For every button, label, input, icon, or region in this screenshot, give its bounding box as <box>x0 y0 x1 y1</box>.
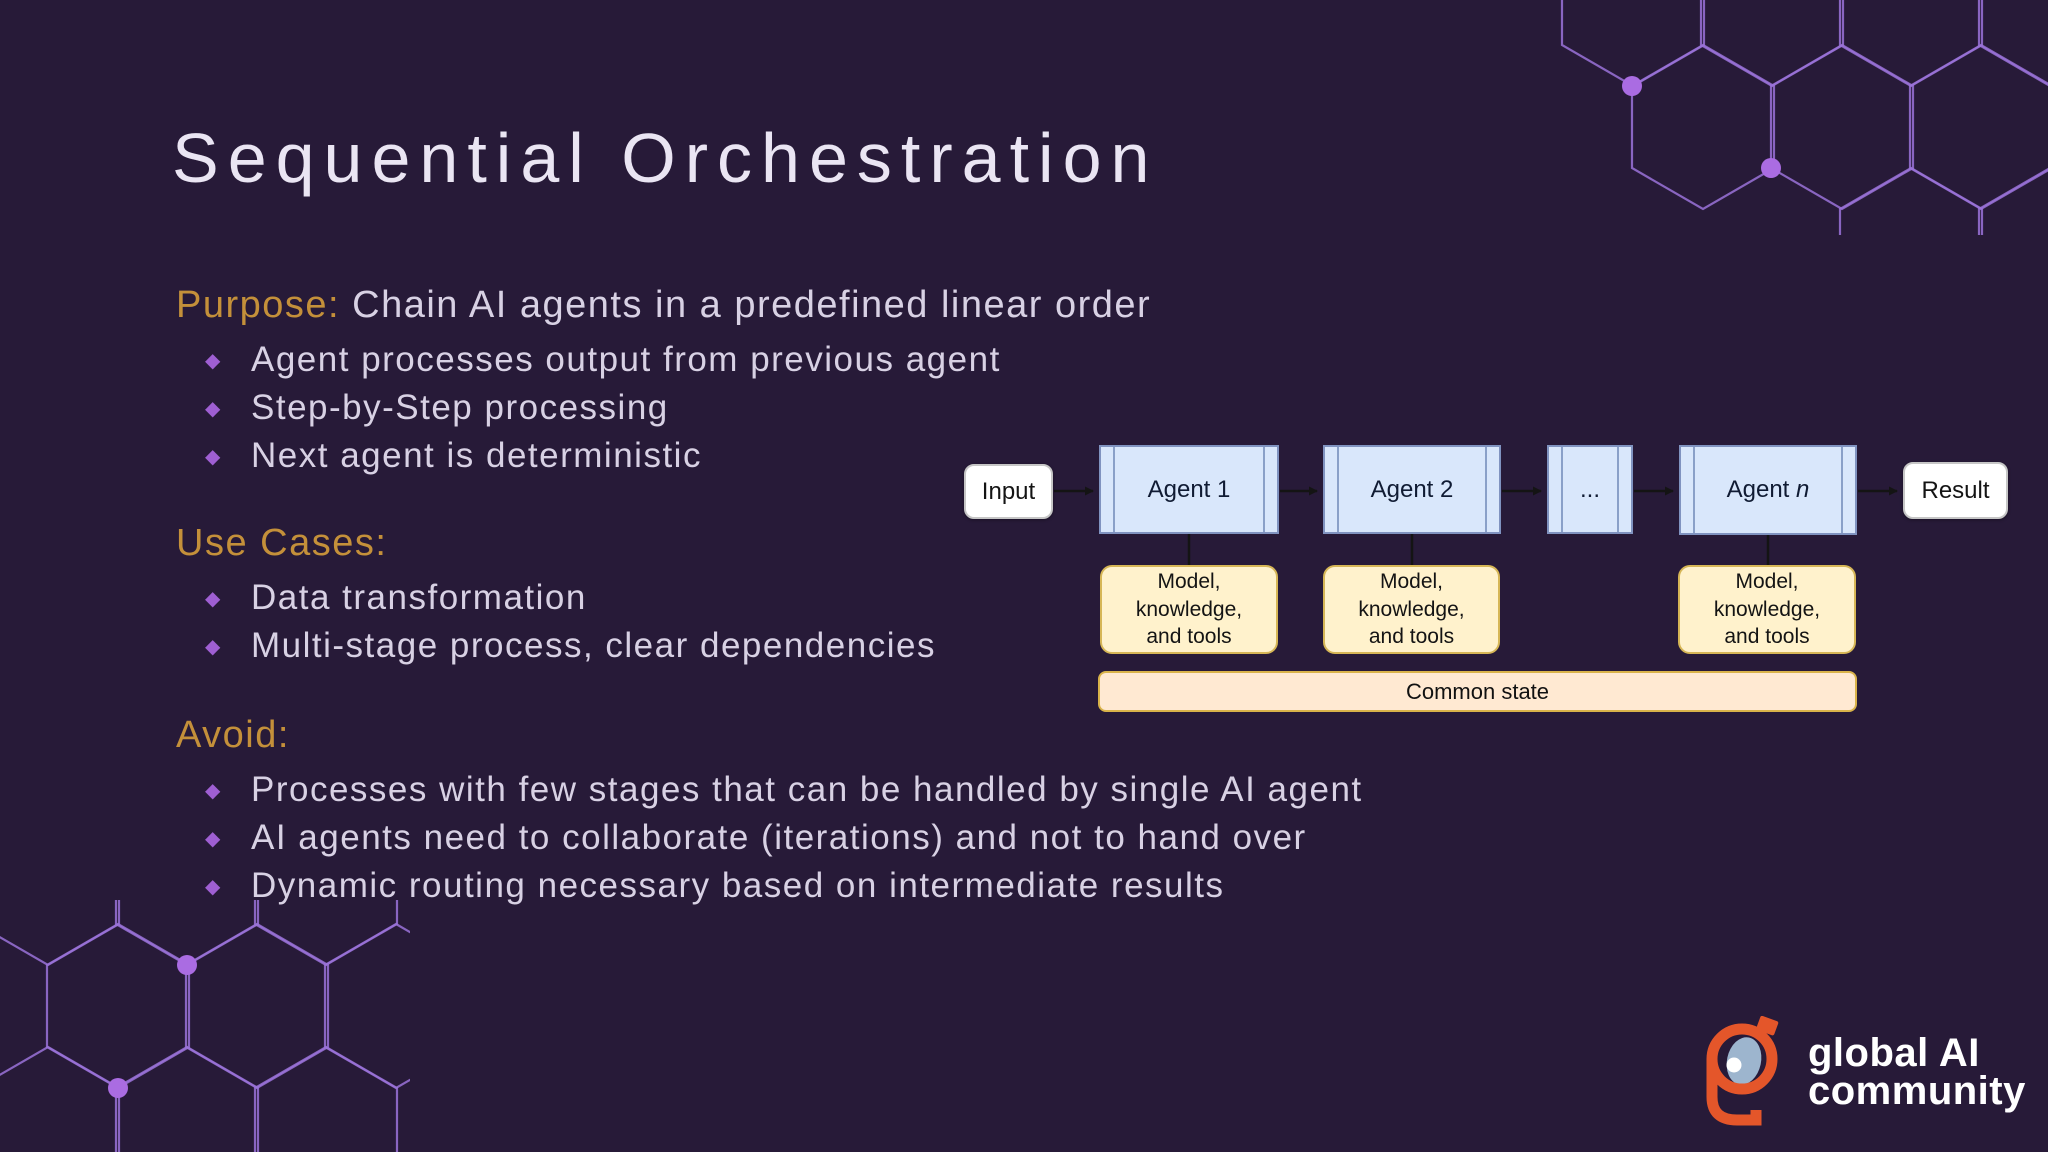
bullet-text: AI agents need to collaborate (iteration… <box>251 818 1307 857</box>
agent-1-node: Agent 1 <box>1099 445 1279 534</box>
bullet-list: ◆ Agent processes output from previous a… <box>176 336 1151 480</box>
list-item: ◆ Processes with few stages that can be … <box>205 766 1363 814</box>
ellipsis-label: ... <box>1579 475 1600 503</box>
model-line: Model, <box>1157 569 1221 593</box>
hexagon-decoration-bottom-left <box>0 900 410 1152</box>
section-avoid: Avoid: ◆ Processes with few stages that … <box>176 712 1363 910</box>
model-line: Model, <box>1379 569 1444 593</box>
ellipsis-node: ... <box>1547 445 1633 534</box>
bullet-text: Agent processes output from previous age… <box>251 340 1001 379</box>
section-heading: Avoid: <box>176 712 1363 758</box>
diamond-bullet-icon: ◆ <box>205 875 222 898</box>
bullet-list: ◆ Processes with few stages that can be … <box>176 766 1363 910</box>
list-item: ◆ Agent processes output from previous a… <box>205 336 1151 384</box>
input-node: Input <box>964 464 1053 519</box>
diamond-bullet-icon: ◆ <box>205 445 222 468</box>
diamond-bullet-icon: ◆ <box>205 587 222 610</box>
bullet-list: ◆ Data transformation ◆ Multi-stage proc… <box>176 574 936 670</box>
model-line: and tools <box>1368 625 1455 649</box>
model-knowledge-tools-node: Model, knowledge, and tools <box>1100 565 1278 654</box>
section-lead: Chain AI agents in a predefined linear o… <box>352 284 1152 326</box>
result-label: Result <box>1921 476 1990 504</box>
diamond-bullet-icon: ◆ <box>205 635 222 658</box>
list-item: ◆ AI agents need to collaborate (iterati… <box>205 814 1363 862</box>
agent-1-label: Agent 1 <box>1147 475 1231 503</box>
agent-2-node: Agent 2 <box>1323 445 1501 534</box>
model-knowledge-tools-node: Model, knowledge, and tools <box>1678 565 1856 654</box>
list-item: ◆ Dynamic routing necessary based on int… <box>205 862 1363 910</box>
section-label: Avoid: <box>176 714 290 756</box>
logo-wordmark: global AI community <box>1808 1031 2026 1113</box>
agent-n-node: Agent n <box>1679 445 1857 535</box>
common-state-label: Common state <box>1405 678 1550 704</box>
section-heading: Use Cases: <box>176 520 936 566</box>
list-item: ◆ Data transformation <box>205 574 936 622</box>
model-line: knowledge, <box>1135 597 1243 621</box>
connector-arrows <box>1054 486 1898 566</box>
bullet-text: Multi-stage process, clear dependencies <box>251 626 936 665</box>
bullet-text: Data transformation <box>251 578 587 617</box>
common-state-node: Common state <box>1098 671 1857 712</box>
result-node: Result <box>1903 462 2008 519</box>
hex-vertex-dot <box>108 1078 128 1098</box>
list-item: ◆ Next agent is deterministic <box>205 432 1151 480</box>
model-line: Model, <box>1735 569 1799 593</box>
section-label: Purpose: <box>176 284 341 326</box>
bullet-text: Step-by-Step processing <box>251 388 669 427</box>
diamond-bullet-icon: ◆ <box>205 349 222 372</box>
bullet-text: Dynamic routing necessary based on inter… <box>251 866 1225 905</box>
agent-n-label: Agent n <box>1726 476 1810 503</box>
bullet-text: Processes with few stages that can be ha… <box>251 770 1363 809</box>
section-use-cases: Use Cases: ◆ Data transformation ◆ Multi… <box>176 520 936 670</box>
diamond-bullet-icon: ◆ <box>205 827 222 850</box>
logo-line-2: community <box>1808 1069 2026 1113</box>
section-heading: Purpose: Chain AI agents in a predefined… <box>176 282 1151 328</box>
global-ai-logo-icon <box>1706 1016 1779 1126</box>
hex-vertex-dot <box>177 955 197 975</box>
bullet-text: Next agent is deterministic <box>251 436 702 475</box>
diamond-bullet-icon: ◆ <box>205 779 222 802</box>
list-item: ◆ Multi-stage process, clear dependencie… <box>205 622 936 670</box>
page-title: Sequential Orchestration <box>172 119 1159 197</box>
model-line: and tools <box>1724 625 1810 649</box>
global-ai-community-logo: global AI community <box>1692 1016 2026 1128</box>
model-knowledge-tools-node: Model, knowledge, and tools <box>1323 565 1500 654</box>
orchestration-diagram: Input Agent 1 Agent 2 ... Agent n Result… <box>963 440 2048 730</box>
section-purpose: Purpose: Chain AI agents in a predefined… <box>176 282 1151 480</box>
diamond-bullet-icon: ◆ <box>205 397 222 420</box>
logo-line-1: global AI <box>1808 1031 1980 1075</box>
list-item: ◆ Step-by-Step processing <box>205 384 1151 432</box>
model-line: knowledge, <box>1713 597 1821 621</box>
hex-vertex-dot <box>1761 158 1781 178</box>
model-line: knowledge, <box>1358 597 1465 621</box>
hexagon-decoration-top-right <box>1560 0 2048 235</box>
model-line: and tools <box>1146 625 1232 649</box>
agent-2-label: Agent 2 <box>1370 475 1454 503</box>
section-label: Use Cases: <box>176 522 388 564</box>
input-label: Input <box>981 477 1036 505</box>
hex-vertex-dot <box>1622 76 1642 96</box>
